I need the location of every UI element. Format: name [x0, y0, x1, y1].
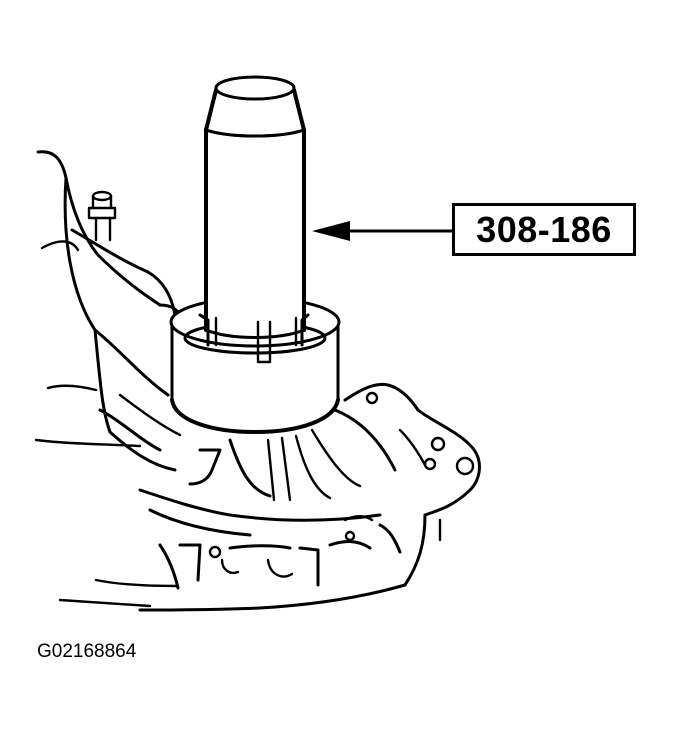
callout-leader	[312, 221, 454, 241]
transmission-case	[34, 150, 481, 612]
tool-number-label: 308-186	[476, 208, 612, 250]
tool-number-callout: 308-186	[452, 203, 636, 256]
figure-id: G02168864	[37, 641, 137, 662]
housing-bolt	[87, 190, 117, 242]
special-tool-308-186	[169, 75, 341, 434]
